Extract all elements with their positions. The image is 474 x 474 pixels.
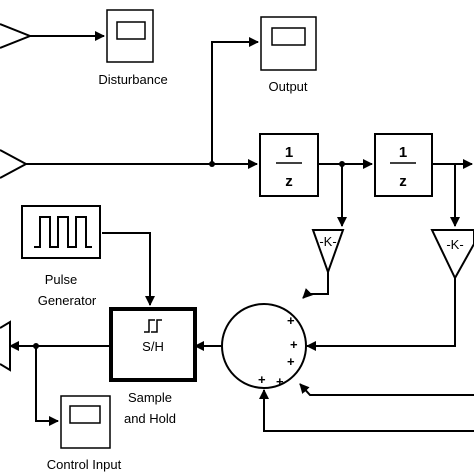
pulse-generator-label-1: Pulse	[45, 272, 78, 287]
signal-lines	[9, 31, 474, 432]
feedback1-wire[interactable]	[299, 383, 474, 396]
scope-screen-icon	[69, 405, 101, 424]
scope-screen-icon	[116, 21, 146, 40]
source-block-middle[interactable]	[0, 149, 29, 179]
unit-delay-2[interactable]: 1 z	[374, 133, 433, 197]
pulse-generator-block[interactable]	[21, 205, 101, 259]
control-input-scope[interactable]	[60, 395, 111, 449]
sum-block[interactable]: + + + + +	[221, 303, 307, 389]
svg-text:z: z	[285, 173, 293, 190]
svg-text:1: 1	[399, 144, 407, 161]
pulse-generator-label-2: Generator	[38, 293, 97, 308]
gain1-to-sum-wire[interactable]	[302, 272, 329, 299]
sum-sign: +	[287, 354, 295, 369]
output-scope[interactable]	[260, 16, 317, 71]
source-block-top[interactable]	[0, 23, 33, 49]
feedback2-wire[interactable]	[259, 389, 474, 432]
sum-sign: +	[287, 313, 295, 328]
pulse-to-sh-wire[interactable]	[102, 232, 155, 306]
svg-text:-K-: -K-	[446, 237, 463, 252]
trigger-icon	[144, 319, 162, 333]
branch-point	[339, 161, 345, 167]
svg-text:z: z	[399, 173, 407, 190]
branch-point	[33, 343, 39, 349]
gain2-to-sum-wire[interactable]	[306, 276, 456, 351]
svg-text:1: 1	[285, 144, 293, 161]
sample-and-hold-label-2: and Hold	[124, 411, 176, 426]
unit-delay-1[interactable]: 1 z	[259, 133, 319, 197]
output-label: Output	[268, 79, 307, 94]
sample-and-hold-label-1: Sample	[128, 390, 172, 405]
svg-text:-K-: -K-	[319, 234, 336, 249]
sum-sign: +	[276, 374, 284, 389]
disturbance-label: Disturbance	[98, 72, 167, 87]
sum-sign: +	[258, 372, 266, 387]
control-input-branch-wire[interactable]	[35, 346, 59, 426]
svg-text:S/H: S/H	[142, 339, 164, 354]
scope-screen-icon	[271, 27, 306, 46]
pulse-wave-icon	[34, 216, 92, 248]
output-branch-wire[interactable]	[211, 37, 259, 164]
gain-block-2[interactable]: -K-	[430, 229, 474, 281]
sample-and-hold-block[interactable]: S/H	[109, 307, 197, 382]
branch-point	[209, 161, 215, 167]
disturbance-scope[interactable]	[106, 9, 154, 63]
outport-block-left[interactable]	[0, 320, 11, 372]
sum-sign: +	[290, 337, 298, 352]
control-input-label: Control Input	[47, 457, 122, 472]
gain-block-1[interactable]: -K-	[311, 229, 345, 275]
